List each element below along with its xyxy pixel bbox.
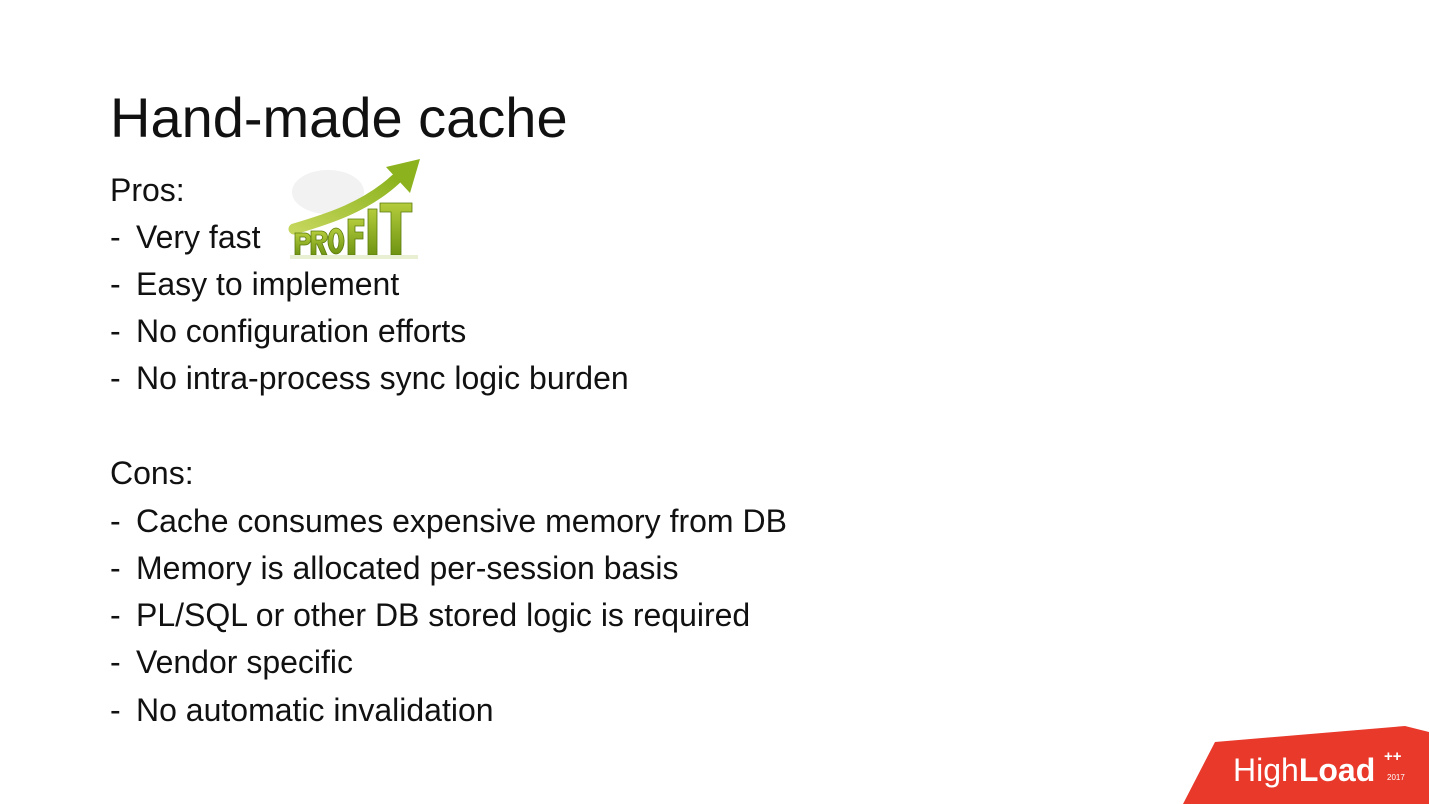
bullet-dash: - bbox=[110, 503, 121, 539]
logo-brand-light: High bbox=[1233, 752, 1299, 788]
bullet-dash: - bbox=[110, 360, 121, 396]
slide-title: Hand-made cache bbox=[110, 86, 568, 149]
bullet-dash: - bbox=[110, 313, 121, 349]
logo-text: HighLoad bbox=[1233, 750, 1375, 790]
pros-item-text: Easy to implement bbox=[136, 266, 400, 302]
logo-brand-bold: Load bbox=[1298, 752, 1376, 788]
logo-superscript: ++ bbox=[1384, 748, 1402, 765]
cons-item-text: No automatic invalidation bbox=[136, 692, 494, 728]
cons-item-text: PL/SQL or other DB stored logic is requi… bbox=[136, 597, 751, 633]
pros-item: -Easy to implement bbox=[110, 264, 399, 304]
bullet-dash: - bbox=[110, 644, 121, 680]
pros-item-text: No configuration efforts bbox=[136, 313, 467, 349]
cons-item-text: Cache consumes expensive memory from DB bbox=[136, 503, 787, 539]
bullet-dash: - bbox=[110, 550, 121, 586]
cons-item: -No automatic invalidation bbox=[110, 690, 494, 730]
cons-item: -Memory is allocated per-session basis bbox=[110, 548, 678, 588]
pros-item-text: Very fast bbox=[136, 219, 261, 255]
pros-item: -Very fast bbox=[110, 217, 261, 257]
cons-item: -PL/SQL or other DB stored logic is requ… bbox=[110, 595, 750, 635]
cons-item: -Cache consumes expensive memory from DB bbox=[110, 501, 787, 541]
bullet-dash: - bbox=[110, 266, 121, 302]
bullet-dash: - bbox=[110, 692, 121, 728]
pros-heading: Pros: bbox=[110, 172, 185, 208]
bullet-dash: - bbox=[110, 597, 121, 633]
pros-item: -No configuration efforts bbox=[110, 311, 466, 351]
cons-heading: Cons: bbox=[110, 455, 194, 491]
pros-item: -No intra-process sync logic burden bbox=[110, 358, 629, 398]
highload-logo bbox=[1183, 726, 1429, 804]
logo-year: 2017 bbox=[1387, 773, 1405, 782]
cons-item: -Vendor specific bbox=[110, 642, 353, 682]
cons-item-text: Vendor specific bbox=[136, 644, 354, 680]
pros-item-text: No intra-process sync logic burden bbox=[136, 360, 629, 396]
bullet-dash: - bbox=[110, 219, 121, 255]
cons-item-text: Memory is allocated per-session basis bbox=[136, 550, 679, 586]
profit-growth-icon bbox=[288, 157, 421, 260]
